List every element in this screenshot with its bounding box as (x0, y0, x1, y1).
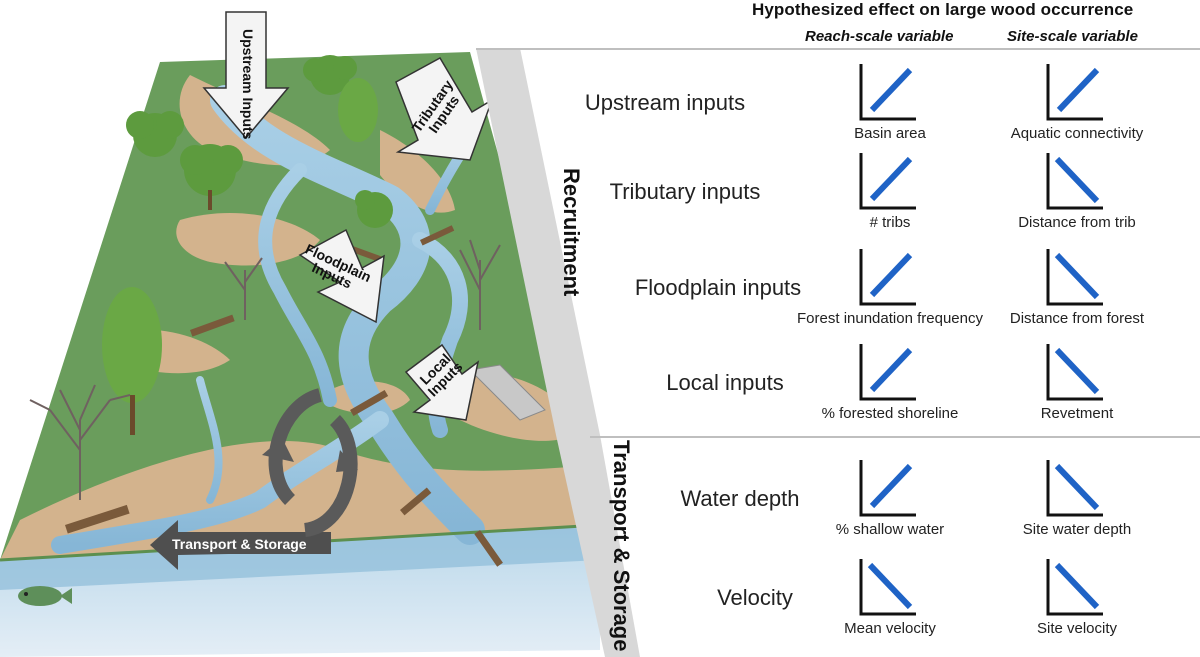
trend-line (869, 67, 913, 113)
trend-line (1054, 562, 1100, 610)
reach-trend-plot (858, 557, 918, 617)
trend-line (1054, 252, 1100, 300)
trees (102, 55, 393, 435)
trend-line (1054, 347, 1100, 395)
trend-line (1054, 463, 1100, 511)
trend-line (869, 156, 913, 202)
site-trend-plot (1045, 557, 1105, 617)
site-trend-plot (1045, 342, 1105, 402)
trend-line (869, 347, 913, 393)
row-label: Tributary inputs (609, 179, 761, 204)
site-variable-caption: Site water depth (1022, 521, 1132, 538)
site-trend-plot (1045, 151, 1105, 211)
upstream-arrow-label: Upstream Inputs (240, 29, 256, 140)
cycle-arrow-icon (268, 388, 358, 537)
transport-arrow (150, 520, 331, 570)
row-label: Velocity (717, 585, 793, 610)
reach-trend-plot (858, 342, 918, 402)
upstream-arrow (202, 11, 290, 140)
landscape-diagram (0, 11, 601, 657)
local-arrow (404, 343, 480, 421)
site-variable-caption: Aquatic connectivity (1010, 125, 1144, 142)
reach-trend-plot (858, 151, 918, 211)
reach-variable-caption: Basin area (854, 125, 926, 142)
recruitment-label: Recruitment (559, 168, 584, 297)
transport-arrow-label: Transport & Storage (172, 536, 307, 552)
row-label: Floodplain inputs (634, 275, 802, 300)
transport-storage-label: Transport & Storage (609, 440, 634, 652)
site-variable-caption: Distance from forest (1009, 310, 1145, 327)
floodplain-arrow (298, 228, 385, 324)
trend-line (867, 562, 913, 610)
trend-line (1056, 67, 1100, 113)
site-variable-caption: Site velocity (1036, 620, 1118, 637)
reach-trend-plot (858, 247, 918, 307)
trend-line (869, 463, 913, 509)
figure-title: Hypothesized effect on large wood occurr… (752, 0, 1134, 19)
row-label: Water depth (680, 486, 800, 511)
site-variable-caption: Distance from trib (1018, 214, 1136, 231)
reach-variable-caption: % forested shoreline (821, 405, 959, 422)
row-label: Upstream inputs (584, 90, 746, 115)
trend-line (1054, 156, 1100, 204)
trend-line (869, 252, 913, 298)
site-scale-header: Site-scale variable (1007, 28, 1138, 45)
reach-scale-header: Reach-scale variable (805, 28, 954, 45)
site-trend-plot (1045, 62, 1105, 122)
logs (65, 225, 503, 567)
site-trend-plot (1045, 247, 1105, 307)
reach-variable-caption: % shallow water (835, 521, 945, 538)
reach-trend-plot (858, 62, 918, 122)
reach-variable-caption: Forest inundation frequency (797, 310, 983, 327)
reach-variable-caption: # tribs (869, 214, 911, 231)
reach-variable-caption: Mean velocity (844, 620, 936, 637)
row-label: Local inputs (666, 370, 784, 395)
site-trend-plot (1045, 458, 1105, 518)
fish-icon (18, 586, 72, 606)
site-variable-caption: Revetment (1040, 405, 1114, 422)
reach-trend-plot (858, 458, 918, 518)
